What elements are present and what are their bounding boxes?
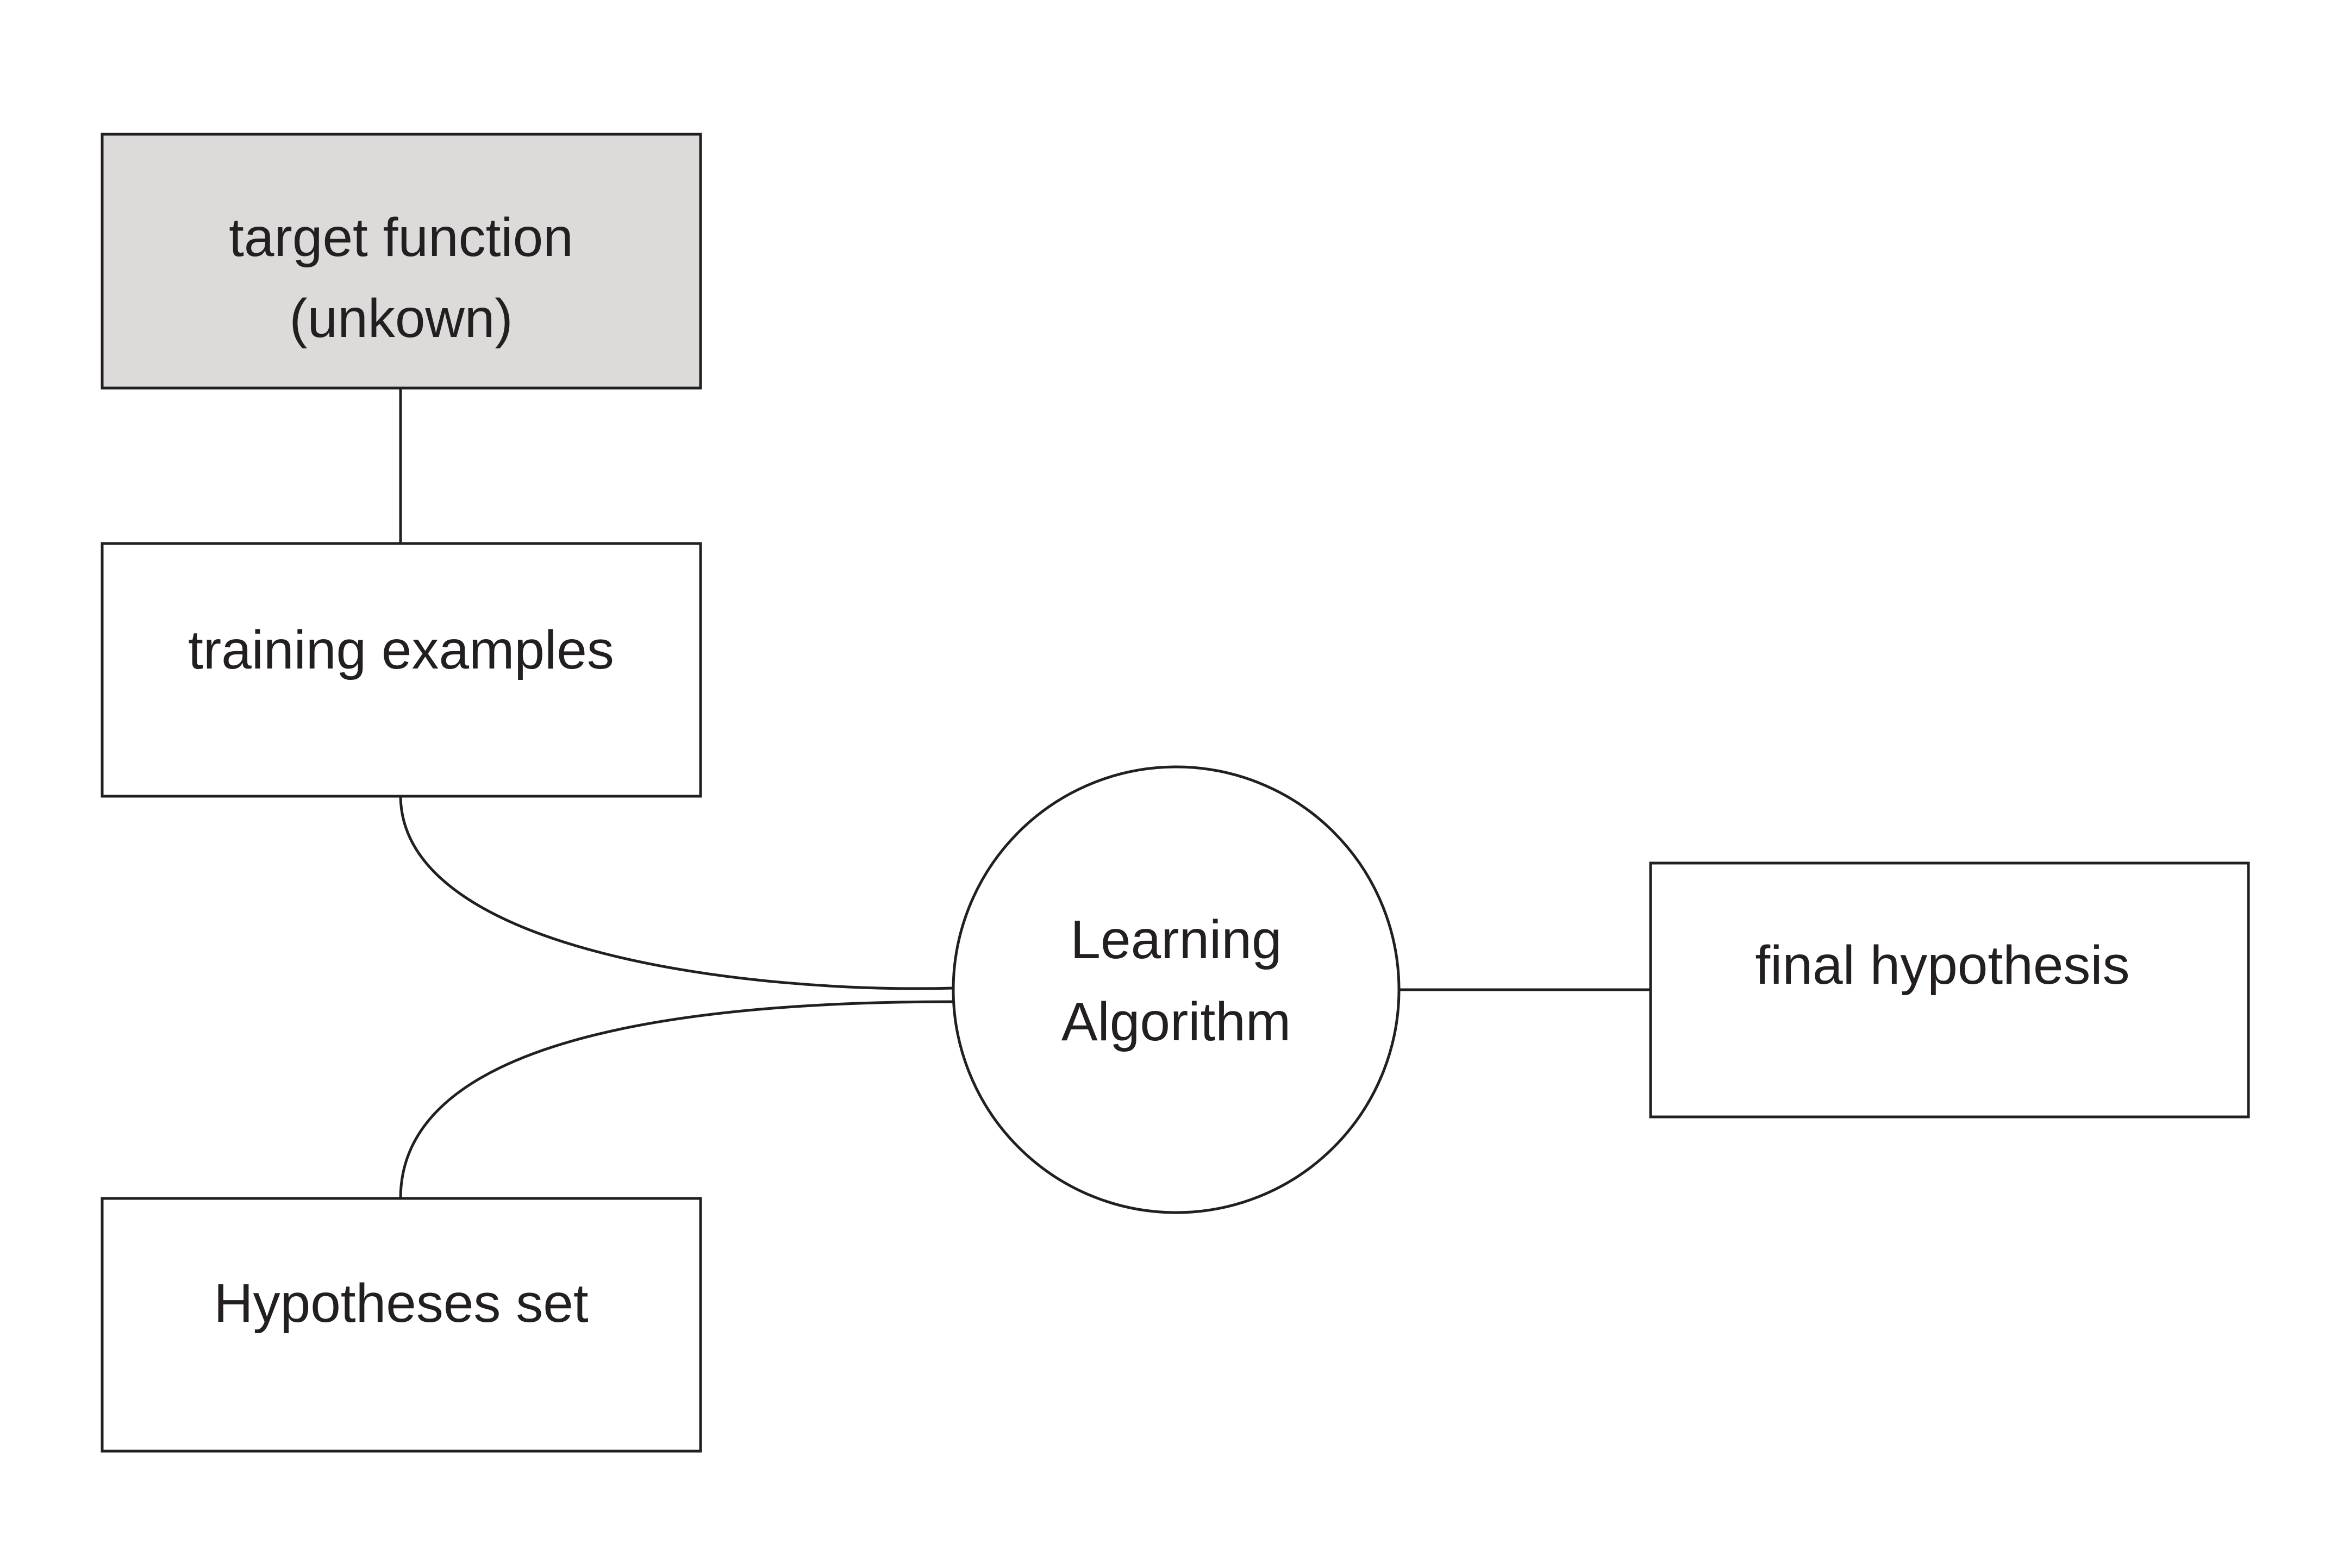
target-function-box bbox=[101, 133, 702, 390]
training-examples-label: training examples bbox=[188, 620, 614, 680]
node-target-function: target function (unkown) bbox=[101, 133, 702, 390]
node-training-examples: training examples bbox=[101, 542, 702, 798]
final-hypothesis-label: final hypothesis bbox=[1755, 935, 2129, 996]
node-final-hypothesis: final hypothesis bbox=[1649, 861, 2250, 1119]
edge-training-to-learning bbox=[399, 795, 954, 990]
hypotheses-set-box bbox=[101, 1197, 702, 1453]
target-function-label: target function bbox=[229, 207, 573, 268]
edge-hypotheses-to-learning bbox=[399, 1000, 954, 1199]
learning-algorithm-label-line1: Learning bbox=[1070, 909, 1282, 970]
learning-algorithm-label-line2: Algorithm bbox=[1061, 991, 1291, 1052]
learning-algorithm-circle bbox=[952, 765, 1401, 1214]
final-hypothesis-box bbox=[1649, 861, 2250, 1119]
hypotheses-set-label: Hypotheses set bbox=[214, 1273, 588, 1334]
target-function-note: (unkown) bbox=[289, 288, 513, 349]
node-learning-algorithm: Learning Algorithm bbox=[952, 765, 1401, 1214]
training-examples-box bbox=[101, 542, 702, 798]
node-hypotheses-set: Hypotheses set bbox=[101, 1197, 702, 1453]
